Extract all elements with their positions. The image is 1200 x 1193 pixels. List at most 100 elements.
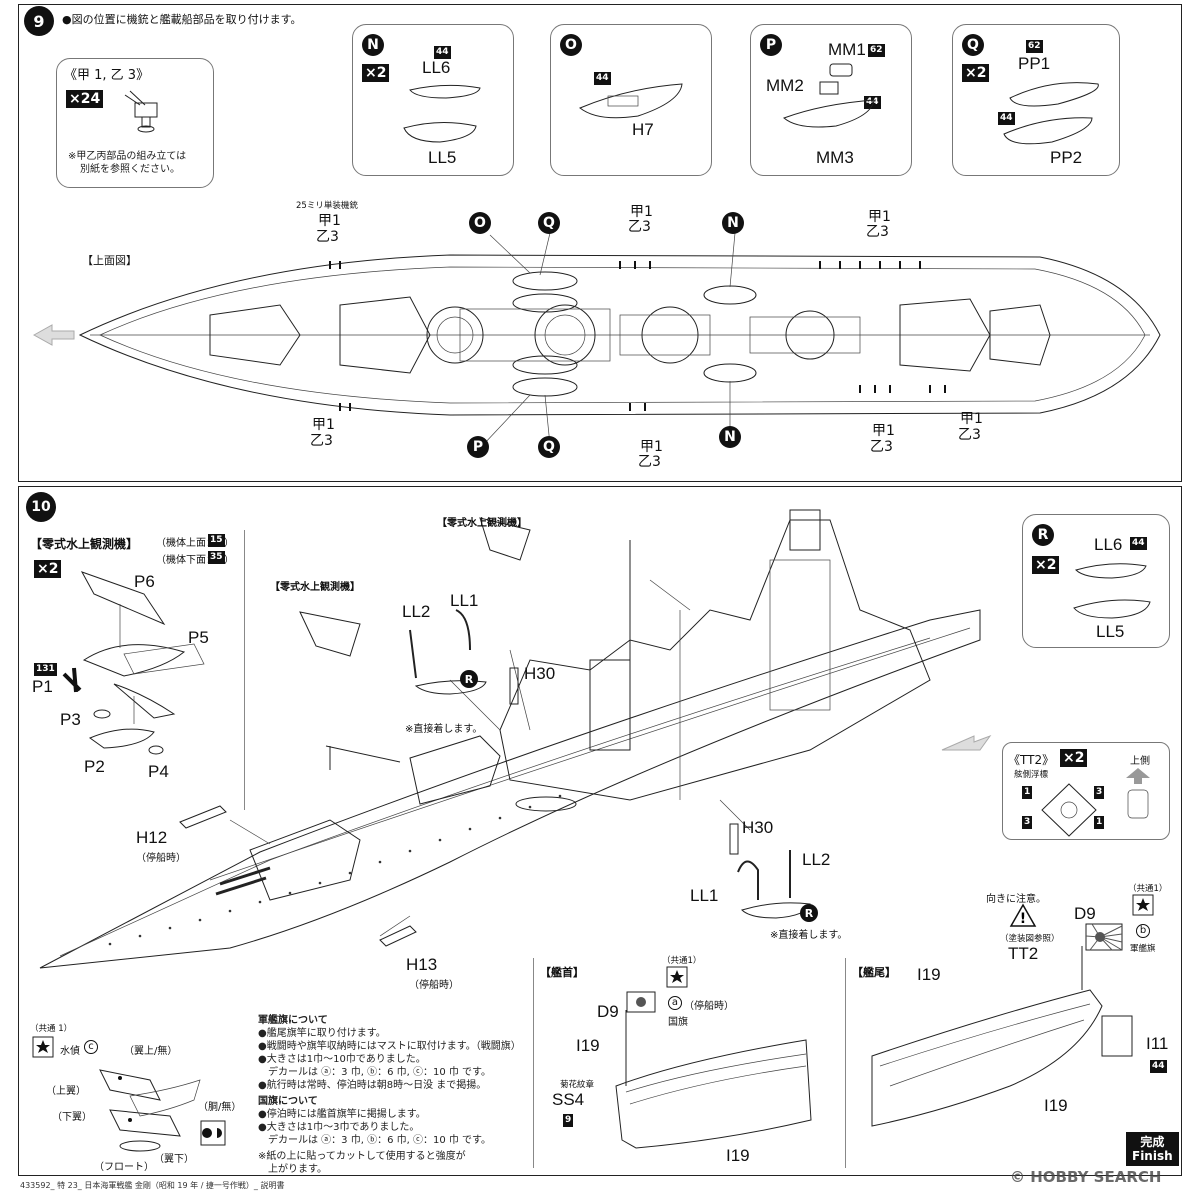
stern-I19-bottom: I19 (1044, 1096, 1068, 1115)
bow-I19: I19 (576, 1036, 600, 1055)
bow-D9: D9 (597, 1002, 619, 1021)
ensign-note-line: ●艦尾旗竿に取り付けます。 (258, 1028, 386, 1039)
star-icon-bow (666, 966, 688, 988)
finish-jp: 完成 (1140, 1135, 1165, 1149)
decal-badge-c: c (84, 1040, 98, 1054)
otsu3-label-5: 乙3 (638, 454, 661, 470)
boat-LL6 (409, 84, 481, 99)
box-P-sprue-mm1: 62 (868, 44, 885, 57)
tt2-num-1b: 1 (1094, 816, 1105, 829)
box-P-letter: P (760, 34, 782, 56)
common-label-stern: （共通1） (1128, 884, 1168, 894)
box-Q-letter: Q (962, 34, 984, 56)
top-callout-N: N (722, 212, 744, 234)
box-N (352, 24, 514, 176)
decal-seaplane: 水偵 (60, 1046, 80, 1057)
kou1-label-2: 甲1 (630, 204, 653, 220)
gun-box-note2: 別紙を参照ください。 (80, 164, 180, 175)
box-R-sprue: 44 (1130, 537, 1147, 550)
step10-panel (18, 486, 1182, 1176)
callout-R-top: R (460, 670, 478, 688)
decal-top-wing: （上翼） (46, 1086, 86, 1097)
bow-SS4: SS4 (552, 1090, 585, 1109)
bow-title: 【艦首】 (540, 966, 584, 979)
kou1-label-6: 甲1 (872, 423, 895, 439)
bow-I19-bottom: I19 (726, 1146, 750, 1165)
badge-b: b (1136, 924, 1150, 938)
ensign-label: 軍艦旗 (1130, 944, 1156, 954)
step9-instruction: ●図の位置に機銃と艦載船部品を取り付けます。 (62, 13, 302, 26)
tt2-up-arrow (1126, 768, 1150, 784)
footer-text: 433592_ 特 23_ 日本海軍戦艦 金剛（昭和 19 年 / 捷一号作戦）… (20, 1181, 285, 1190)
part-TT2: TT2 (1008, 944, 1039, 963)
box-N-sprue: 44 (434, 46, 451, 59)
bottom-callout-N: N (719, 426, 741, 448)
tt2-multiplier: ×2 (1060, 749, 1088, 767)
box-R-part-bottom: LL5 (1096, 622, 1125, 641)
fuselage-mark (200, 1120, 226, 1146)
box-P-sprue-mm3: 44 (864, 96, 881, 109)
paint-ref: （塗装図参照） (1000, 934, 1060, 944)
ship-top-view (32, 232, 1161, 446)
part-LL1-bottom: LL1 (690, 886, 719, 905)
plane-box-lower-num: 35 (208, 551, 225, 564)
star-icon-stern (1132, 894, 1154, 916)
plane-box-divider (244, 530, 246, 810)
finish-badge: 完成 Finish (1126, 1132, 1179, 1166)
step9-number: 9 (24, 6, 54, 36)
otsu3-label-4: 乙3 (310, 433, 333, 449)
box-N-letter: N (362, 34, 384, 56)
plane-box-multiplier: ×2 (34, 560, 62, 578)
plane-part-P2: P2 (84, 757, 105, 776)
part-H13: H13 (406, 955, 438, 974)
footnote-line: ※紙の上に貼ってカットして使用すると強度が (258, 1151, 466, 1162)
national-flag (626, 991, 656, 1013)
stern-divider (845, 958, 847, 1168)
footnote-line: 上がります。 (258, 1164, 327, 1175)
bow-flag-label: 国旗 (668, 1017, 688, 1028)
h12-sub: （停船時） (136, 853, 186, 864)
flag-note-line: ●停泊時には艦首旗竿に掲揚します。 (258, 1109, 426, 1120)
boat-H7 (579, 83, 683, 119)
ensign-notes: 軍艦旗について ●艦尾旗竿に取り付けます。 ●戦闘時や旗竿収納時にはマストに取付… (258, 1014, 526, 1176)
direction-note: 向きに注意。 (986, 894, 1046, 905)
kou1-label-3: 甲1 (868, 209, 891, 225)
direct-note-top: ※直接着します。 (405, 724, 483, 735)
plane-box-upper-close: ） (224, 538, 234, 549)
box-O-part: H7 (632, 120, 654, 139)
tt2-num-3a: 3 (1094, 786, 1105, 799)
plane-part-P5: P5 (188, 628, 209, 647)
decal-under-wing: （翼下） (154, 1154, 194, 1165)
box-P-mm1: MM1 (828, 40, 866, 59)
part-D9-stern: D9 (1074, 904, 1096, 923)
flag-note-line: ●大きさは1巾～3巾でありました。 (258, 1122, 420, 1133)
gun-box-multiplier: ×24 (66, 90, 104, 108)
kou1-label-1: 甲1 (318, 213, 341, 229)
plane-part-P4: P4 (148, 762, 169, 781)
gun-type-label: 25ミリ単装機銃 (296, 201, 358, 211)
cover-PP1 (1009, 82, 1099, 107)
box-Q-multiplier: ×2 (962, 64, 990, 82)
gun-illustration (124, 90, 158, 133)
plane-exploded (62, 571, 205, 755)
box-R-letter: R (1032, 524, 1054, 546)
tt2-num-3b: 3 (1022, 816, 1033, 829)
otsu3-label-1: 乙3 (316, 229, 339, 245)
box-R-multiplier: ×2 (1032, 556, 1060, 574)
bow-divider (533, 958, 535, 1168)
star-icon-decal (32, 1036, 54, 1058)
bow-sprue: 9 (563, 1114, 574, 1127)
bow-ship (615, 1010, 812, 1149)
box-R (1022, 514, 1170, 648)
box-P-mm2: MM2 (766, 76, 804, 95)
part-LL2-top: LL2 (402, 602, 431, 621)
bottom-callout-Q: Q (538, 436, 560, 458)
decal-lower-wing: （下翼） (52, 1112, 92, 1123)
h13-sub: （停船時） (409, 980, 459, 991)
direct-note-bottom: ※直接着します。 (770, 930, 848, 941)
badge-a: a (668, 996, 682, 1010)
plane-part-P3: P3 (60, 710, 81, 729)
plane-sprue-P1: 131 (34, 663, 57, 676)
tt2-title: 《TT2》 (1008, 753, 1055, 767)
kou1-label-5: 甲1 (640, 439, 663, 455)
